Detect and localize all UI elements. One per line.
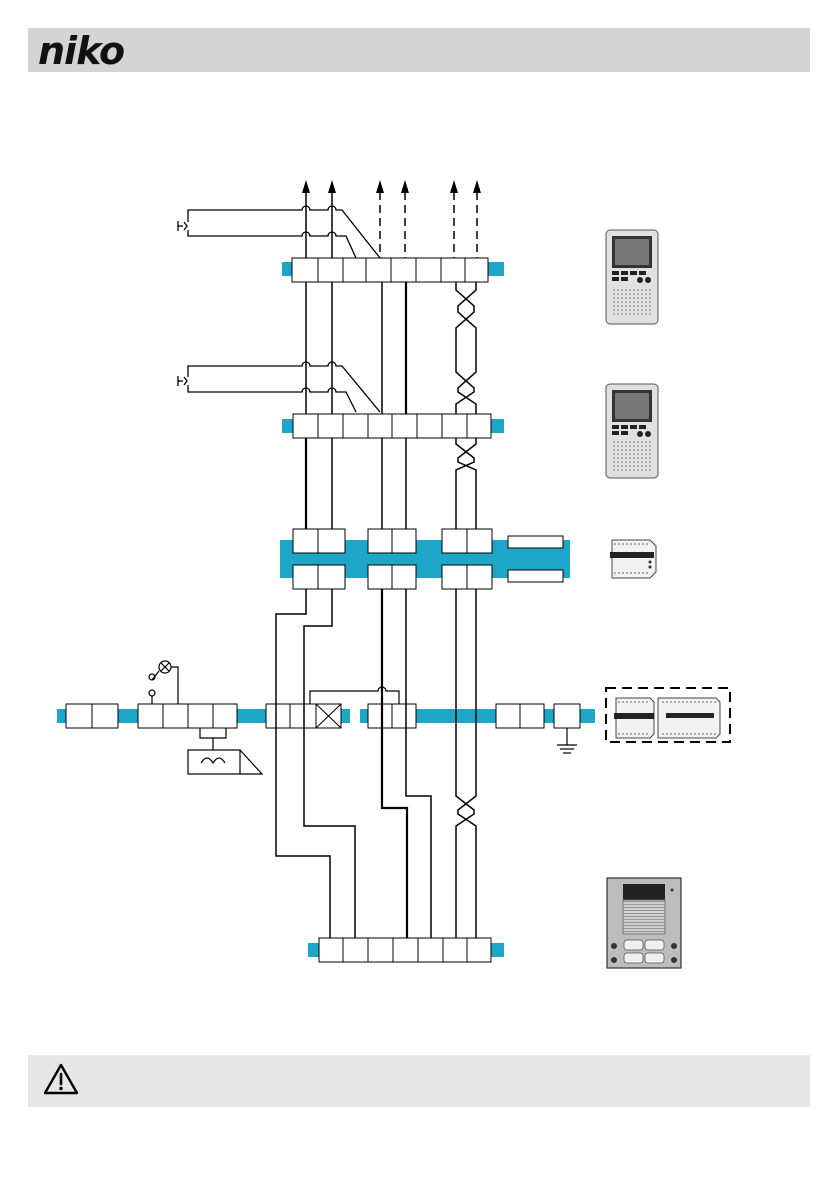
upward-wires xyxy=(306,183,477,265)
arrow-head-6 xyxy=(473,180,481,193)
bell-push-icon xyxy=(178,362,380,412)
transformer-icon xyxy=(188,728,262,774)
arrow-head-5 xyxy=(450,180,458,193)
warning-bar xyxy=(28,1055,810,1107)
riser-wires-c xyxy=(276,589,476,938)
arrow-head-2 xyxy=(328,180,336,193)
power-supply-rail xyxy=(57,704,595,728)
terminal-strip-monitor-2 xyxy=(282,414,504,438)
terminal-strip-monitor-1 xyxy=(282,258,504,282)
ground-icon xyxy=(557,728,577,753)
arrow-head-1 xyxy=(302,180,310,193)
door-entry-panel-icon xyxy=(607,878,681,968)
video-monitor-icon xyxy=(606,384,658,478)
bell-push-icon xyxy=(178,206,380,258)
warning-triangle-icon xyxy=(42,1062,80,1096)
arrow-head-3 xyxy=(376,180,384,193)
din-rail-module-icon xyxy=(610,540,656,578)
riser-wires-a xyxy=(306,282,476,414)
arrow-heads xyxy=(302,180,481,193)
bus-module-strip xyxy=(280,529,570,589)
lamp-icon xyxy=(149,661,178,704)
video-monitor-icon xyxy=(606,230,658,324)
power-supply-icon xyxy=(606,688,730,742)
riser-wires-b xyxy=(306,438,476,529)
terminal-strip-outdoor-panel xyxy=(308,938,504,962)
arrow-head-4 xyxy=(401,180,409,193)
